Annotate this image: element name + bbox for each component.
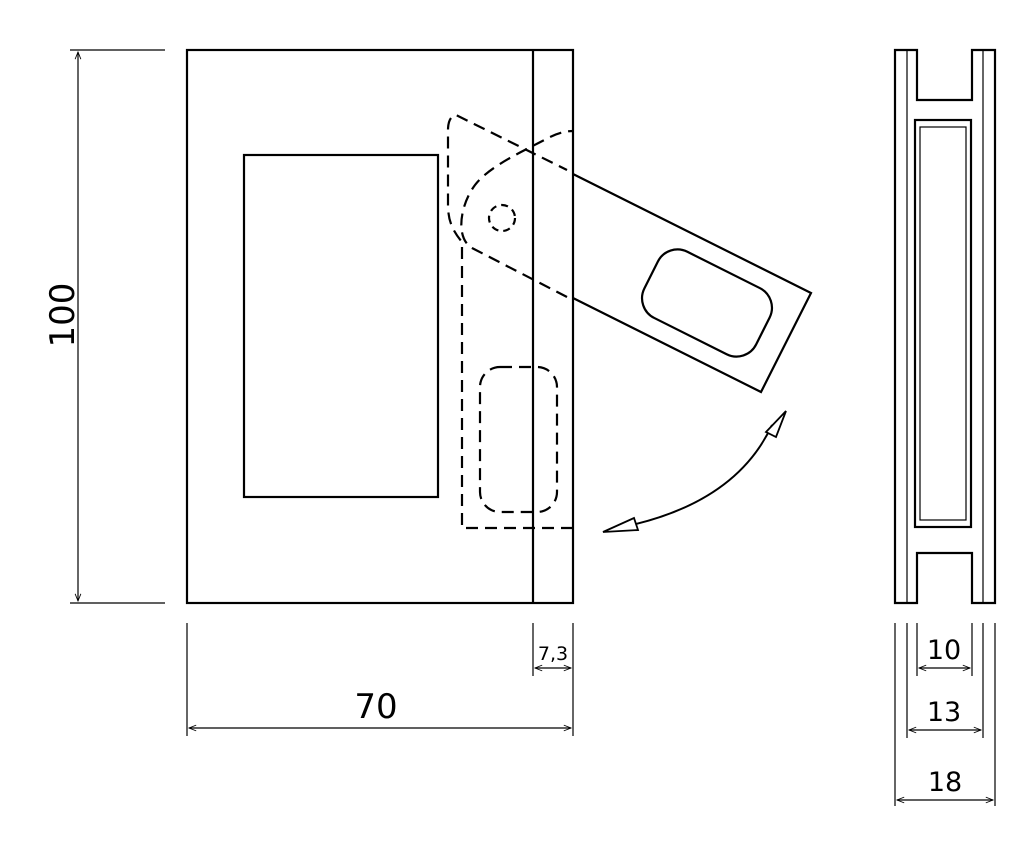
dim-mid-width: 13 (927, 697, 961, 728)
lever-pivot-end (460, 129, 574, 298)
dim-edge-strip: 7,3 (538, 643, 568, 665)
dim-depth: 18 (928, 767, 962, 798)
lever-grip-hole (640, 248, 774, 358)
side-profile (893, 48, 997, 605)
body-outline (185, 48, 575, 605)
pivot-circle (487, 203, 517, 233)
front-view (185, 48, 813, 605)
dim-width: 70 (354, 687, 397, 727)
dim-inner-slot: 10 (927, 635, 961, 666)
rotation-arrow-icon (602, 410, 787, 533)
folded-grip-hole (478, 365, 559, 514)
dim-height: 100 (43, 283, 83, 348)
dimensions: 100 70 7,3 10 13 18 (43, 49, 996, 806)
open-lever-outline (572, 173, 813, 394)
side-handle (913, 118, 973, 529)
recess-window (242, 153, 440, 499)
folded-lever-outline (446, 113, 573, 530)
side-view (893, 48, 997, 605)
